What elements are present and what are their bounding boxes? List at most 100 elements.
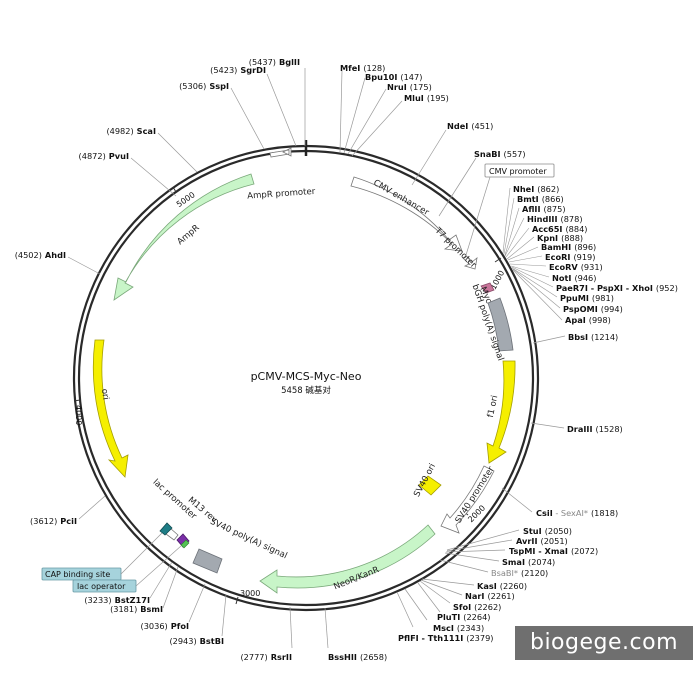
- lac-operator-label: lac operator: [77, 582, 126, 591]
- boxed-labels: CMV promoter CAP binding site lac operat…: [41, 163, 555, 593]
- svg-text:(4982)ScaI: (4982)ScaI: [106, 126, 156, 136]
- svg-text:NotI(946): NotI(946): [552, 273, 596, 283]
- site-sfoi: SfoI(2262): [419, 580, 501, 612]
- tick-1000: [494, 257, 502, 263]
- f1-ori-label: f1 ori: [486, 394, 500, 418]
- svg-text:MfeI(128): MfeI(128): [340, 63, 385, 73]
- ampr-arrow: [113, 173, 255, 301]
- site-pluti: PluTI(2264): [417, 582, 491, 622]
- site-nrui: NruI(175): [347, 82, 432, 155]
- tick-4000: [73, 399, 81, 402]
- svg-text:NarI(2261): NarI(2261): [465, 591, 515, 601]
- svg-text:KpnI(888): KpnI(888): [537, 233, 583, 243]
- tick-3000: [235, 596, 239, 605]
- svg-text:HindIII(878): HindIII(878): [527, 214, 583, 224]
- svg-text:PflFI - Tth111I(2379): PflFI - Tth111I(2379): [398, 633, 494, 643]
- lac-operator-marker: [180, 539, 190, 549]
- svg-text:NheI(862): NheI(862): [513, 184, 559, 194]
- svg-text:CsiI - SexAI*(1818): CsiI - SexAI*(1818): [536, 508, 618, 518]
- svg-text:AvrII(2051): AvrII(2051): [516, 536, 568, 546]
- cmv-promoter-leader: [465, 176, 491, 256]
- svg-text:NruI(175): NruI(175): [387, 82, 432, 92]
- site-pcii: (3612)PciI: [30, 495, 106, 526]
- sv40-promoter-arrow: [440, 465, 495, 534]
- svg-text:SnaBI(557): SnaBI(557): [474, 149, 526, 159]
- cap-binding-site-label: CAP binding site: [45, 570, 110, 579]
- svg-text:(5306)SspI: (5306)SspI: [179, 81, 229, 91]
- site-avrii: AvrII(2051): [446, 536, 568, 552]
- ampr-promoter-label: AmpR promoter: [247, 187, 316, 202]
- sv40-polya-label: SV40 poly(A) signal: [208, 517, 288, 562]
- svg-text:BssHII(2658): BssHII(2658): [328, 652, 387, 662]
- watermark-banner: biogege.com: [515, 626, 693, 660]
- svg-text:(3612)PciI: (3612)PciI: [30, 516, 77, 526]
- site-bsabi: BsaBI*(2120): [439, 559, 548, 578]
- svg-text:BamHI(896): BamHI(896): [541, 242, 596, 252]
- svg-text:Acc65I(884): Acc65I(884): [532, 224, 588, 234]
- site-nari: NarI(2261): [420, 579, 515, 601]
- svg-text:ApaI(998): ApaI(998): [565, 315, 611, 325]
- svg-text:AflII(875): AflII(875): [522, 204, 566, 214]
- svg-text:DraIII(1528): DraIII(1528): [567, 424, 623, 434]
- site-tspmi-xmai: TspMI - XmaI(2072): [445, 546, 598, 556]
- cmv-promoter-box: [484, 163, 555, 178]
- mcs-fan: ApaI(998) PspOMI(994) PpuMI(981) PaeR7I …: [502, 184, 678, 325]
- tick-label-4000: 4000: [74, 405, 83, 425]
- cmv-enhancer-arrow: [350, 176, 463, 252]
- lac-operator-leader: [135, 545, 182, 587]
- site-bsshii: BssHII(2658): [324, 607, 387, 662]
- bgh-polya-box: [487, 297, 514, 352]
- svg-text:EcoRI(919): EcoRI(919): [545, 252, 595, 262]
- t7-promoter-arrow: [462, 255, 478, 270]
- site-smai: SmaI(2074): [444, 552, 555, 567]
- site-snabi: SnaBI(557): [438, 149, 526, 217]
- plasmid-title: pCMV-MCS-Myc-Neo: [251, 370, 362, 383]
- site-mfei: MfeI(128): [339, 63, 385, 153]
- site-msci: MscI(2343): [404, 588, 484, 633]
- site-pflfi-tth111i: PflFI - Tth111I(2379): [396, 591, 494, 643]
- svg-text:(4502)AhdI: (4502)AhdI: [15, 250, 66, 260]
- ampr-promoter-arrow: [269, 147, 292, 158]
- svg-text:(3181)BsmI: (3181)BsmI: [110, 604, 163, 614]
- plasmid-size: 5458 碱基对: [281, 385, 331, 396]
- svg-text:PspOMI(994): PspOMI(994): [563, 304, 623, 314]
- svg-text:SfoI(2262): SfoI(2262): [453, 602, 501, 612]
- svg-text:(2943)BstBI: (2943)BstBI: [169, 636, 224, 646]
- t7-promoter-label: T7 promoter: [432, 225, 478, 270]
- svg-text:TspMI - XmaI(2072): TspMI - XmaI(2072): [509, 546, 598, 556]
- svg-text:NdeI(451): NdeI(451): [447, 121, 493, 131]
- site-ndei: NdeI(451): [411, 121, 493, 186]
- svg-text:MscI(2343): MscI(2343): [433, 623, 484, 633]
- svg-text:SmaI(2074): SmaI(2074): [502, 557, 555, 567]
- site-bstz17i: (3233)BstZ17I: [84, 561, 173, 605]
- svg-text:Bpu10I(147): Bpu10I(147): [365, 72, 422, 82]
- site-scai: (4982)ScaI: [106, 126, 198, 173]
- svg-text:StuI(2050): StuI(2050): [523, 526, 572, 536]
- site-kasi: KasI(2260): [421, 578, 527, 591]
- sv40-ori-box: [418, 475, 442, 496]
- tick-label-3000: 3000: [240, 589, 260, 598]
- svg-text:BsaBI*(2120): BsaBI*(2120): [491, 568, 548, 578]
- site-bglii: (5437)BglII: [249, 57, 306, 146]
- site-sspi: (5306)SspI: [179, 81, 265, 150]
- svg-text:(3233)BstZ17I: (3233)BstZ17I: [84, 595, 150, 605]
- cap-site-marker: [159, 522, 173, 536]
- backbone: [72, 140, 540, 612]
- cmv-promoter-label: CMV promoter: [489, 167, 547, 176]
- neor-kanr-arrow: [259, 524, 436, 594]
- ori-arrow: [92, 339, 129, 478]
- svg-text:BbsI(1214): BbsI(1214): [568, 332, 618, 342]
- site-mlui: MluI(195): [351, 93, 449, 157]
- site-rsrii: (2777)RsrII: [240, 606, 293, 662]
- svg-text:PpuMI(981): PpuMI(981): [560, 293, 614, 303]
- site-bbsi: BbsI(1214): [532, 332, 618, 344]
- restriction-sites: (5437)BglII (5423)SgrDI (5306)SspI (4982…: [15, 57, 678, 662]
- svg-text:(4872)PvuI: (4872)PvuI: [79, 151, 129, 161]
- svg-text:BmtI(866): BmtI(866): [517, 194, 564, 204]
- site-pvui: (4872)PvuI: [79, 151, 177, 197]
- tick-5000: [172, 186, 177, 193]
- site-ahdi: (4502)AhdI: [15, 250, 101, 275]
- svg-text:PaeR7I - PspXI - XhoI(952): PaeR7I - PspXI - XhoI(952): [556, 283, 678, 293]
- site-pfoi: (3036)PfoI: [141, 583, 206, 631]
